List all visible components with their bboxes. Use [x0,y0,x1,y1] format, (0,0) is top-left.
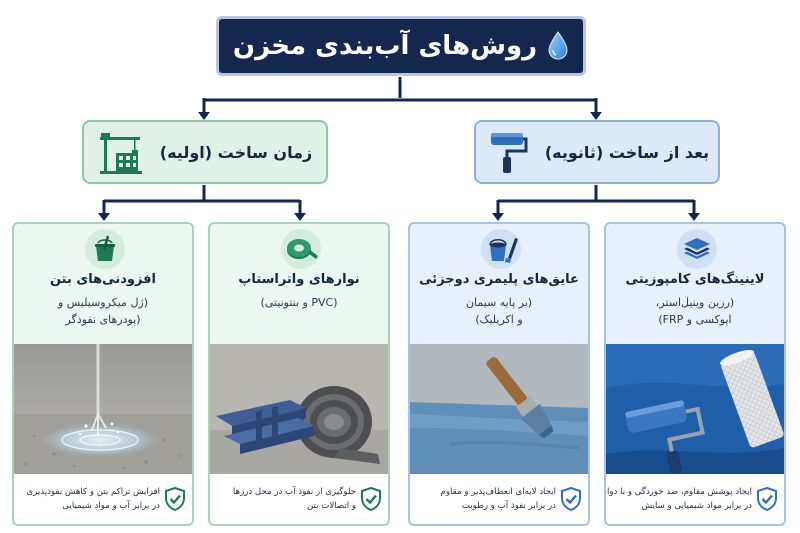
card-1-footer: افزایش تراکم بتن و کاهش نفوذپذیری در برا… [14,474,192,524]
arrow-head-card-1 [98,213,110,221]
card-4-footer: ایجاد پوشش مقاوم، ضد خوردگی و با دوام در… [606,474,784,524]
card-4-benefit: ایجاد پوشش مقاوم، ضد خوردگی و با دوام در… [604,485,752,513]
paint-roller-icon [490,133,528,173]
card-two-part-polymer: عایق‌های پلیمری دوجزئی (بر پایه سیمان و … [408,222,590,526]
card-3-footer: ایجاد لایه‌ای انعطاف‌پذیر و مقاوم در برا… [410,474,588,524]
card-waterstop-strips: نوارهای واتراستاپ (PVC و بنتونیتی) [208,222,390,526]
arrow-head-left-category [198,112,210,120]
arrow-head-right-category [590,112,602,120]
card-composite-linings: لاینینگ‌های کامپوزیتی (رزین وینیل‌استر، … [604,222,786,526]
roller-fiberglass-illustration [606,344,784,474]
diagram-title: روش‌های آب‌بندی مخزن [232,31,538,61]
card-2-benefit-line-2: و اتصالات بتن [307,501,356,511]
card-4-benefit-line-2: در برابر مواد شیمیایی و سایش [641,501,752,511]
category-primary: زمان ساخت (اولیه) [82,120,328,184]
shield-check-icon [361,487,381,511]
card-4-title: لاینینگ‌های کامپوزیتی [625,272,765,287]
card-1-subtitle: (ژل میکروسیلیس و (پودرهای نفوذگر [18,294,188,328]
card-2-benefit: جلوگیری از نفوذ آب در محل درزها و اتصالا… [216,485,356,513]
construction-crane-icon [99,133,142,174]
card-4-subtitle: (رزین وینیل‌استر، اپوکسی و FRP) [610,294,780,328]
card-4-subtitle-line-1: (رزین وینیل‌استر، [655,296,735,309]
card-1-benefit: افزایش تراکم بتن و کاهش نفوذپذیری در برا… [20,485,160,513]
card-2-subtitle-line-1: (PVC و بنتونیتی) [260,296,338,309]
card-4-subtitle-line-2: اپوکسی و FRP) [658,313,732,326]
shield-check-icon [561,487,581,511]
card-1-photo [14,344,192,474]
card-2-benefit-line-1: جلوگیری از نفوذ آب در محل درزها [232,487,356,497]
card-1-benefit-line-1: افزایش تراکم بتن و کاهش نفوذپذیری [26,487,160,497]
shield-check-icon [757,487,777,511]
category-secondary-label: بعد از ساخت (ثانویه) [544,142,710,162]
card-2-photo [210,344,388,474]
card-4-benefit-line-1: ایجاد پوشش مقاوم، ضد خوردگی و با دوام [604,487,752,497]
card-1-title: افزودنی‌های بتن [49,272,157,287]
diagram-title-box: روش‌های آب‌بندی مخزن [216,16,586,76]
category-primary-label: زمان ساخت (اولیه) [159,142,313,162]
card-3-subtitle: (بر پایه سیمان و اکریلیک) [414,294,584,328]
mixing-bucket-icon [85,229,125,269]
layers-icon [677,229,717,269]
card-3-subtitle-line-2: و اکریلیک) [475,313,523,326]
card-3-subtitle-line-1: (بر پایه سیمان [465,296,533,309]
card-3-title: عایق‌های پلیمری دوجزئی [419,272,579,287]
arrow-head-card-4 [688,213,700,221]
concrete-water-splash-illustration [14,344,192,474]
card-3-benefit-line-2: در برابر نفوذ آب و رطوبت [461,501,556,511]
card-3-photo [410,344,588,474]
card-1-benefit-line-2: در برابر آب و مواد شیمیایی [62,501,160,511]
card-3-benefit: ایجاد لایه‌ای انعطاف‌پذیر و مقاوم در برا… [416,485,556,513]
tape-roll-icon [281,229,321,269]
category-secondary: بعد از ساخت (ثانویه) [474,120,720,184]
shield-check-icon [165,487,185,511]
card-2-footer: جلوگیری از نفوذ آب در محل درزها و اتصالا… [210,474,388,524]
card-3-benefit-line-1: ایجاد لایه‌ای انعطاف‌پذیر و مقاوم [440,487,556,497]
paint-bucket-icon [481,229,521,269]
card-1-subtitle-line-2: (پودرهای نفوذگر [65,313,141,326]
waterstop-profiles-illustration [210,344,388,474]
card-2-subtitle: (PVC و بنتونیتی) [214,294,384,311]
card-2-title: نوارهای واتراستاپ [238,272,360,287]
arrow-head-card-3 [492,213,504,221]
arrow-head-card-2 [294,213,306,221]
water-drop-icon [548,31,568,60]
card-4-photo [606,344,784,474]
card-1-subtitle-line-1: (ژل میکروسیلیس و [57,296,149,309]
brush-coating-illustration [410,344,588,474]
card-concrete-admixtures: افزودنی‌های بتن (ژل میکروسیلیس و (پودرها… [12,222,194,526]
